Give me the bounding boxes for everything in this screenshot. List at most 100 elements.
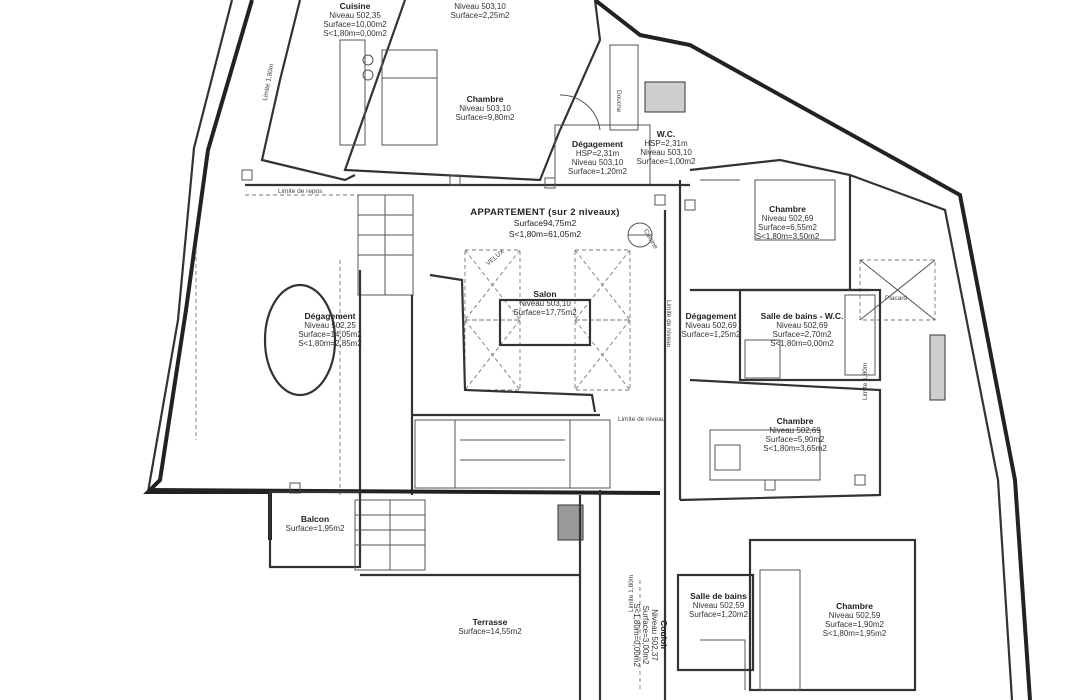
note-limite-niveau: Limite de niveau (618, 416, 666, 423)
note-limite-repos: Limite de repos (278, 188, 323, 195)
room-name: Dégagement (571, 139, 623, 149)
room-chambre-top: Chambre Niveau 503,10 Surface=9,80m2 (445, 94, 525, 123)
room-wc-top: W.C. HSP=2,31m Niveau 503,10 Surface=1,0… (636, 129, 696, 167)
room-level: Niveau 503,10 (454, 2, 506, 11)
note-douche: Douche (615, 90, 622, 113)
room-chambre-bottom: Chambre Niveau 502,59 Surface=1,90m2 S<1… (812, 601, 897, 639)
note-limite-niveau-vertical: Limite de niveau (665, 300, 672, 348)
room-name: Couloir (659, 620, 669, 650)
bathroom-walls (738, 288, 882, 382)
chambre-bottom-walls (748, 538, 917, 692)
room-sdb-wc: Salle de bains - W.C. Niveau 502,69 Surf… (752, 311, 852, 349)
room-surface-low: S<1,80m=2,85m2 (298, 339, 362, 348)
note-placard: Placard (885, 295, 908, 302)
note-limite-couloir: Limite 1,80m (628, 574, 635, 612)
room-level: Niveau 502,59 (692, 601, 745, 610)
room-name: Cuisine (339, 1, 371, 11)
room-level: Niveau 503,10 (571, 158, 624, 167)
room-surface: Surface=1,20m2 (568, 167, 627, 176)
note-limite-right: Limite 1,80m (862, 362, 869, 400)
outer-wall (143, 0, 272, 540)
room-level: Niveau 502,69 (761, 214, 814, 223)
chambre-top-walls (343, 0, 602, 182)
room-salon: Salon Niveau 503,10 Surface=17,75m2 (505, 289, 585, 318)
oval-table (263, 283, 337, 397)
room-surface: Surface=1,25m2 (681, 330, 741, 339)
room-name: Salon (533, 289, 557, 299)
room-degagement-mid: Dégagement Niveau 502,69 Surface=1,25m2 (676, 311, 746, 340)
sdb-bottom-walls (676, 573, 755, 672)
room-surface: Surface=1,00m2 (636, 157, 696, 166)
wc-hatch (644, 81, 686, 113)
room-level: Niveau 503,10 (640, 148, 692, 157)
room-terrasse: Terrasse Surface=14,55m2 (440, 617, 540, 637)
room-level: Niveau 502,69 (685, 321, 737, 330)
outer-wall-left-top (146, 0, 234, 493)
apartment-surface: Surface94,75m2 (513, 218, 577, 228)
room-level: Niveau 502,37 (650, 609, 659, 661)
room-top-small: Niveau 503,10 Surface=2,25m2 (445, 2, 515, 20)
room-level: Niveau 502,25 (304, 321, 356, 330)
column (557, 504, 584, 541)
room-surface: Surface=1,90m2 (825, 620, 884, 629)
apartment-title-block: APPARTEMENT (sur 2 niveaux) Surface94,75… (455, 207, 635, 240)
room-surface: Surface=14,55m2 (458, 627, 522, 636)
room-surface: Surface=14,05m2 (298, 330, 362, 339)
room-name: Chambre (769, 204, 806, 214)
salon-table (498, 298, 592, 347)
room-surface-low: S<1,80m=3,65m2 (763, 444, 827, 453)
room-level: Niveau 503,10 (459, 104, 511, 113)
outer-wall-right-inner (849, 173, 1014, 700)
bed-right1 (754, 179, 836, 241)
room-surface: Surface=10,00m2 (323, 20, 387, 29)
room-level: Niveau 502,59 (828, 611, 881, 620)
room-chambre-right2: Chambre Niveau 502,69 Surface=5,90m2 S<1… (755, 416, 835, 454)
outer-wall-right (593, 0, 1032, 700)
room-surface: Surface=3,00m2 (641, 605, 650, 665)
room-name: Terrasse (472, 617, 508, 627)
room-surface: Surface=1,95m2 (285, 524, 345, 533)
room-level: Niveau 502,69 (776, 321, 828, 330)
stairs-center (414, 419, 611, 489)
room-name: Chambre (466, 94, 504, 104)
room-name: Dégagement (685, 311, 737, 321)
bathtub (844, 294, 876, 376)
room-surface: Surface=17,75m2 (513, 308, 577, 317)
room-level: Niveau 502,35 (329, 11, 381, 20)
room-name: Chambre (836, 601, 873, 611)
room-surface-low: S<1,80m=3,50m2 (755, 232, 820, 241)
apartment-title: APPARTEMENT (sur 2 niveaux) (470, 207, 620, 218)
room-surface: Surface=1,20m2 (689, 610, 748, 619)
room-level: Niveau 503,10 (519, 299, 571, 308)
room-name: Salle de bains - W.C. (760, 311, 844, 321)
room-name: Chambre (776, 416, 814, 426)
bed-top (381, 49, 438, 146)
kitchen-counter (339, 39, 366, 146)
room-hsp: HSP=2,31m (575, 149, 620, 158)
room-hsp: HSP=2,31m (644, 139, 688, 148)
room-name: Salle de bains (690, 591, 747, 601)
room-cuisine: Cuisine Niveau 502,35 Surface=10,00m2 S<… (315, 1, 395, 39)
room-name: Dégagement (304, 311, 356, 321)
toilet (744, 339, 781, 379)
room-surface-low: S<1,80m=0,00m2 (323, 29, 387, 38)
room-sdb-bottom: Salle de bains Niveau 502,59 Surface=1,2… (686, 591, 751, 620)
closet-top (609, 44, 639, 131)
room-surface: Surface=2,70m2 (772, 330, 832, 339)
room-surface: Surface=9,80m2 (455, 113, 515, 122)
room-balcon: Balcon Surface=1,95m2 (280, 515, 350, 534)
room-level: Niveau 502,69 (769, 426, 821, 435)
room-surface-low: S<1,80m=0,00m2 (770, 339, 834, 348)
upper-block (260, 0, 356, 182)
room-surface: Surface=2,25m2 (450, 11, 510, 20)
apartment-surface-low: S<1,80m=61,05m2 (508, 229, 582, 239)
room-surface: Surface=6,55m2 (758, 223, 817, 232)
room-degagement-left: Dégagement Niveau 502,25 Surface=14,05m2… (285, 311, 375, 349)
room-name: W.C. (656, 129, 676, 139)
bed-bottom (759, 569, 801, 691)
room-degagement-top: Dégagement HSP=2,31m Niveau 503,10 Surfa… (560, 139, 635, 177)
room-surface: Surface=5,90m2 (765, 435, 825, 444)
room-couloir: Couloir Niveau 502,37 Surface=3,00m2 S<1… (632, 595, 669, 675)
room-surface-low: S<1,80m=1,95m2 (822, 629, 887, 638)
